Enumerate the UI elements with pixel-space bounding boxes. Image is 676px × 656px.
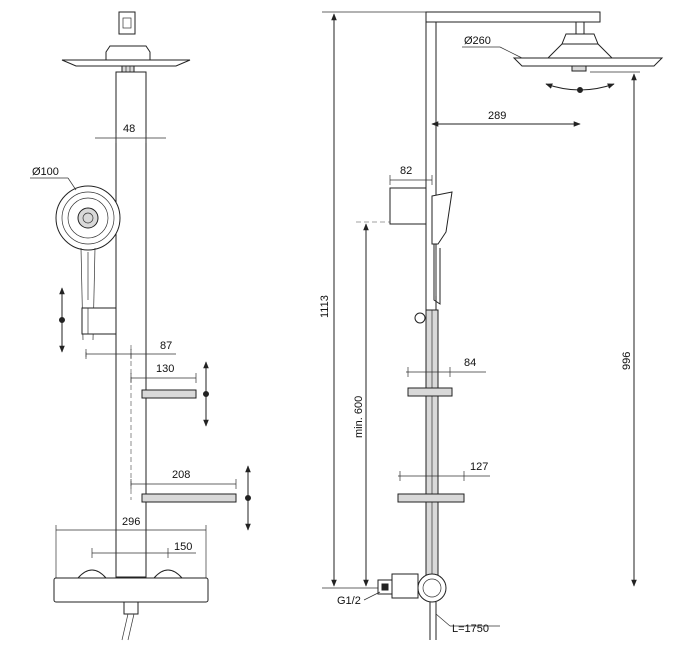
side-dim-small-shelf: 84: [406, 357, 486, 377]
side-slider-knob: [414, 312, 426, 324]
side-dim-head-height-text: 996: [621, 352, 633, 370]
front-ceiling-bracket: [118, 11, 136, 35]
side-hose: [429, 602, 437, 640]
front-dim-mixer-centres: 150: [91, 541, 196, 558]
side-hand-shower: [431, 191, 453, 305]
front-large-shelf-adjust-arrow: [245, 465, 251, 531]
front-hand-shower-holder: [81, 307, 117, 335]
front-dim-small-shelf-text: 130: [156, 363, 174, 375]
side-dim-holder-offset-text: 82: [400, 165, 412, 177]
side-hand-shower-holder: [389, 187, 427, 225]
front-dim-mixer-centres-text: 150: [174, 541, 192, 553]
side-dim-large-shelf-text: 127: [470, 461, 488, 473]
front-hand-shower: [55, 185, 121, 341]
side-dim-head-height: 996: [590, 71, 640, 587]
front-dim-mixer-width: 296: [55, 516, 207, 580]
side-head-shower: [512, 21, 664, 72]
side-dim-head-shower: Ø260: [462, 35, 523, 59]
side-dim-connection-text: G1/2: [337, 595, 361, 607]
side-view: 1113 Ø260 289: [319, 11, 664, 640]
front-dim-mixer-width-text: 296: [122, 516, 140, 528]
side-dim-connection: G1/2: [337, 591, 381, 607]
side-dim-total-height-text: 1113: [319, 295, 331, 318]
front-dim-large-shelf-text: 208: [172, 469, 190, 481]
side-mixer: [377, 573, 447, 603]
side-dim-total-height: 1113: [319, 13, 337, 587]
front-dim-pipe-width-text: 48: [123, 123, 135, 135]
front-dim-hand-shower-text: Ø100: [32, 166, 59, 178]
side-dim-arm-reach: 289: [431, 110, 581, 127]
side-dim-head-shower-text: Ø260: [464, 35, 491, 47]
side-dim-min-height: min. 600: [353, 223, 369, 587]
front-dim-small-shelf: 130: [130, 363, 197, 383]
side-small-shelf: [407, 387, 453, 397]
front-dim-large-shelf: 208: [130, 469, 237, 489]
side-dim-min-height-text: min. 600: [353, 396, 365, 438]
front-large-shelf: [141, 493, 237, 503]
front-dim-pipe-width: 48: [95, 123, 166, 143]
side-large-shelf: [397, 493, 465, 503]
front-dim-hand-shower: Ø100: [30, 166, 77, 191]
front-thermostatic-mixer: [53, 569, 209, 641]
side-dim-arm-reach-text: 289: [488, 110, 506, 122]
side-dim-hose-length: L=1750: [435, 613, 500, 635]
front-dim-shelf-offset-text: 87: [160, 340, 172, 352]
front-head-shower: [61, 45, 191, 73]
front-small-shelf-adjust-arrow: [203, 361, 209, 427]
front-view: 48 Ø100: [30, 11, 251, 641]
front-holder-adjust-arrow: [59, 287, 65, 353]
side-dim-large-shelf: 127: [398, 461, 490, 481]
side-dim-hose-length-text: L=1750: [452, 623, 489, 635]
front-dim-shelf-offset: 87: [85, 340, 176, 359]
front-bracket-detail: [122, 17, 132, 29]
side-dim-small-shelf-text: 84: [464, 357, 476, 369]
front-small-shelf: [141, 389, 197, 399]
side-dim-holder-offset: 82: [389, 165, 433, 185]
